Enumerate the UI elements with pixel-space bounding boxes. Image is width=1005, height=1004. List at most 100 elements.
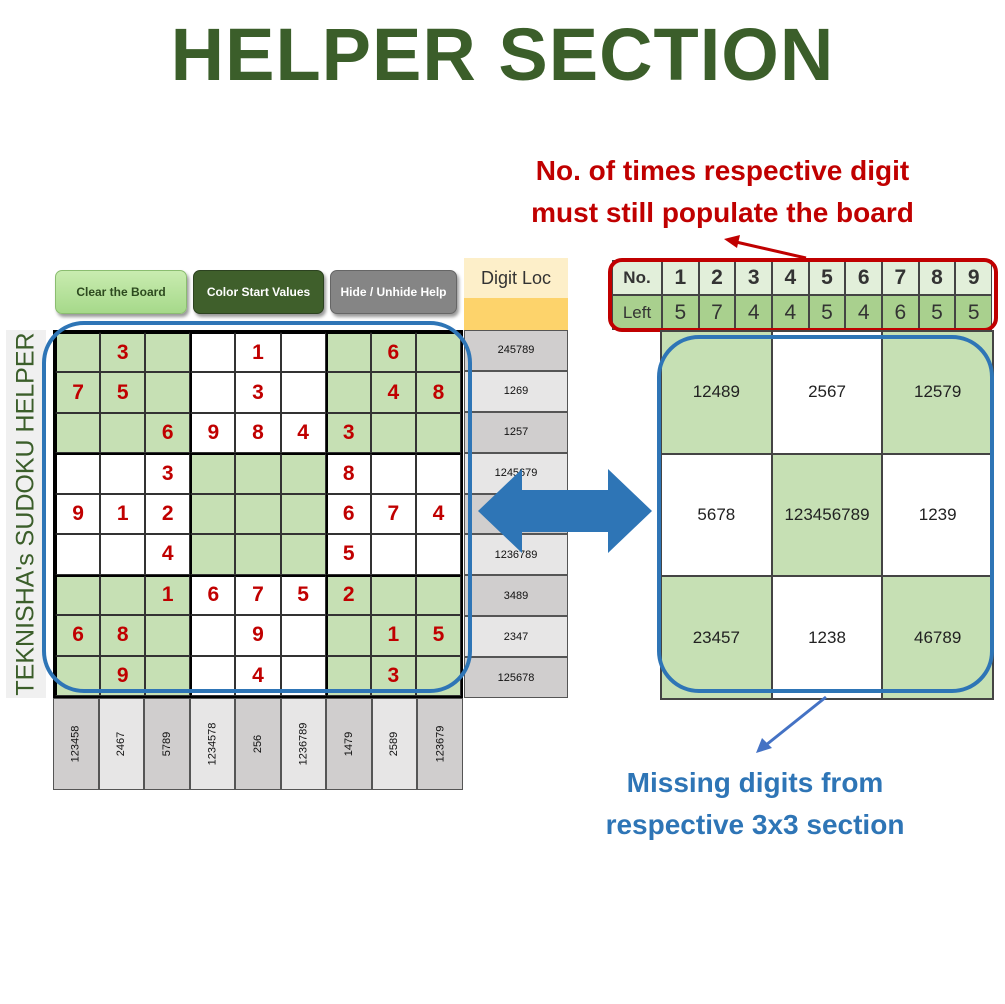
board-cell[interactable]: [235, 534, 281, 575]
column-missing-value: 2589: [388, 731, 401, 757]
board-cell[interactable]: [325, 615, 371, 656]
board-cell[interactable]: [415, 332, 461, 373]
board-cell[interactable]: [100, 412, 146, 454]
board-cell[interactable]: [415, 534, 461, 575]
board-cell[interactable]: [190, 615, 236, 656]
board-cell[interactable]: 3: [100, 332, 146, 373]
board-cell[interactable]: 6: [190, 574, 236, 616]
board-cell[interactable]: [55, 534, 101, 575]
board-cell[interactable]: [325, 332, 371, 373]
board-cell[interactable]: [190, 332, 236, 373]
board-cell[interactable]: [415, 412, 461, 454]
board-cell[interactable]: 6: [370, 332, 416, 373]
board-cell[interactable]: 4: [415, 493, 461, 535]
board-cell[interactable]: [100, 453, 146, 494]
count-digit: 6: [845, 260, 882, 295]
board-cell[interactable]: [280, 493, 326, 535]
color-start-values-button[interactable]: Color Start Values: [193, 270, 324, 314]
board-cell[interactable]: 8: [325, 453, 371, 494]
board-cell[interactable]: 1: [370, 615, 416, 656]
board-cell[interactable]: [280, 332, 326, 373]
board-cell[interactable]: 6: [145, 412, 191, 454]
board-cell[interactable]: 6: [55, 615, 101, 656]
board-cell[interactable]: [190, 534, 236, 575]
board-cell[interactable]: [370, 534, 416, 575]
count-digit: 1: [662, 260, 699, 295]
side-label-text: TEKNISHA's SUDOKU HELPER: [11, 332, 40, 696]
board-cell[interactable]: 3: [235, 372, 281, 413]
board-cell[interactable]: 4: [145, 534, 191, 575]
board-cell[interactable]: 9: [190, 412, 236, 454]
board-cell[interactable]: 6: [325, 493, 371, 535]
board-cell[interactable]: [280, 453, 326, 494]
sections-annotation-line: Missing digits from: [626, 767, 884, 798]
column-missing-cell: 256: [235, 698, 281, 790]
board-cell[interactable]: 1: [145, 574, 191, 616]
board-cell[interactable]: [145, 615, 191, 656]
board-cell[interactable]: 2: [145, 493, 191, 535]
board-cell[interactable]: [370, 574, 416, 616]
board-cell[interactable]: 7: [235, 574, 281, 616]
section-missing-cell: 123456789: [771, 453, 883, 577]
column-missing-cell: 1479: [326, 698, 372, 790]
board-cell[interactable]: [280, 372, 326, 413]
board-cell[interactable]: 5: [325, 534, 371, 575]
board-cell[interactable]: [55, 655, 101, 696]
board-cell[interactable]: [100, 574, 146, 616]
hide-unhide-help-button[interactable]: Hide / Unhide Help: [330, 270, 457, 314]
board-cell[interactable]: 2: [325, 574, 371, 616]
board-cell[interactable]: [100, 534, 146, 575]
board-cell[interactable]: [280, 534, 326, 575]
board-cell[interactable]: 4: [370, 372, 416, 413]
board-cell[interactable]: [415, 655, 461, 696]
board-cell[interactable]: 3: [145, 453, 191, 494]
board-cell[interactable]: [370, 412, 416, 454]
board-cell[interactable]: 5: [415, 615, 461, 656]
count-left-label: Left: [612, 295, 662, 330]
board-cell[interactable]: 9: [55, 493, 101, 535]
board-cell[interactable]: 8: [415, 372, 461, 413]
board-cell[interactable]: 9: [235, 615, 281, 656]
board-cell[interactable]: [190, 655, 236, 696]
board-cell[interactable]: 4: [235, 655, 281, 696]
board-cell[interactable]: 3: [325, 412, 371, 454]
board-cell[interactable]: [370, 453, 416, 494]
board-cell[interactable]: [190, 372, 236, 413]
board-cell[interactable]: [55, 412, 101, 454]
board-cell[interactable]: 9: [100, 655, 146, 696]
board-cell[interactable]: [325, 372, 371, 413]
board-cell[interactable]: 3: [370, 655, 416, 696]
board-cell[interactable]: [280, 655, 326, 696]
board-cell[interactable]: 7: [370, 493, 416, 535]
board-cell[interactable]: [235, 493, 281, 535]
board-cell[interactable]: [235, 453, 281, 494]
board-cell[interactable]: 1: [100, 493, 146, 535]
board-cell[interactable]: 8: [100, 615, 146, 656]
row-missing-cell: 1236789: [464, 534, 568, 576]
board-cell[interactable]: 1: [235, 332, 281, 373]
board-cell[interactable]: [55, 332, 101, 373]
board-cell[interactable]: [415, 453, 461, 494]
board-cell[interactable]: 5: [100, 372, 146, 413]
board-cell[interactable]: 7: [55, 372, 101, 413]
board-cell[interactable]: [145, 332, 191, 373]
board-cell[interactable]: 5: [280, 574, 326, 616]
board-cell[interactable]: [145, 372, 191, 413]
board-cell[interactable]: [280, 615, 326, 656]
count-header-label: No.: [612, 260, 662, 295]
board-cell[interactable]: [145, 655, 191, 696]
board-cell[interactable]: [190, 453, 236, 494]
count-digit: 5: [808, 260, 846, 295]
board-cell[interactable]: [325, 655, 371, 696]
count-digit: 7: [882, 260, 919, 295]
clear-board-button[interactable]: Clear the Board: [55, 270, 187, 314]
board-cell[interactable]: [55, 453, 101, 494]
sections-annotation-line: respective 3x3 section: [605, 809, 905, 840]
board-cell[interactable]: 4: [280, 412, 326, 454]
digit-loc-header-band: [464, 298, 568, 330]
board-cell[interactable]: [190, 493, 236, 535]
board-cell[interactable]: [415, 574, 461, 616]
board-cell[interactable]: [55, 574, 101, 616]
board-cell[interactable]: 8: [235, 412, 281, 454]
